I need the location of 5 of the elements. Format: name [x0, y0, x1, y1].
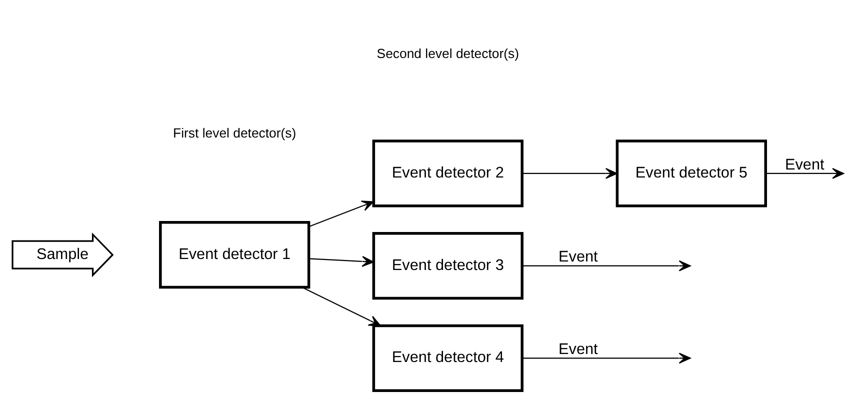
label: Second level detector(s) — [376, 46, 520, 61]
edge-label: Event — [558, 340, 598, 358]
edge-label: Event — [784, 156, 824, 173]
edge-label: Event — [558, 248, 598, 266]
label: First level detector(s) — [173, 124, 296, 140]
